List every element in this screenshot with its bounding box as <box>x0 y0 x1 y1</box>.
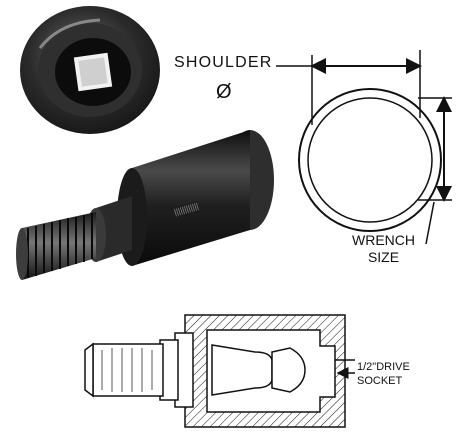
shoulder-label: SHOULDER <box>174 54 273 71</box>
diameter-symbol: Ø <box>216 81 232 103</box>
wrench-leader <box>425 201 435 245</box>
cross-section-drawing <box>84 314 355 428</box>
wrench-label-line1: WRENCH <box>352 232 415 248</box>
socket-top-photo <box>20 6 160 134</box>
shoulder-diagram <box>276 50 452 245</box>
wrench-label-line2: SIZE <box>367 249 400 265</box>
drive-label-line2: SOCKET <box>357 375 403 387</box>
adapter-side-photo: |||||||||||| <box>16 130 274 280</box>
drive-label-line1: 1/2"DRIVE <box>357 361 410 373</box>
drive-socket-label: 1/2"DRIVE SOCKET <box>357 360 410 388</box>
wrench-size-label: WRENCH SIZE <box>352 232 415 266</box>
